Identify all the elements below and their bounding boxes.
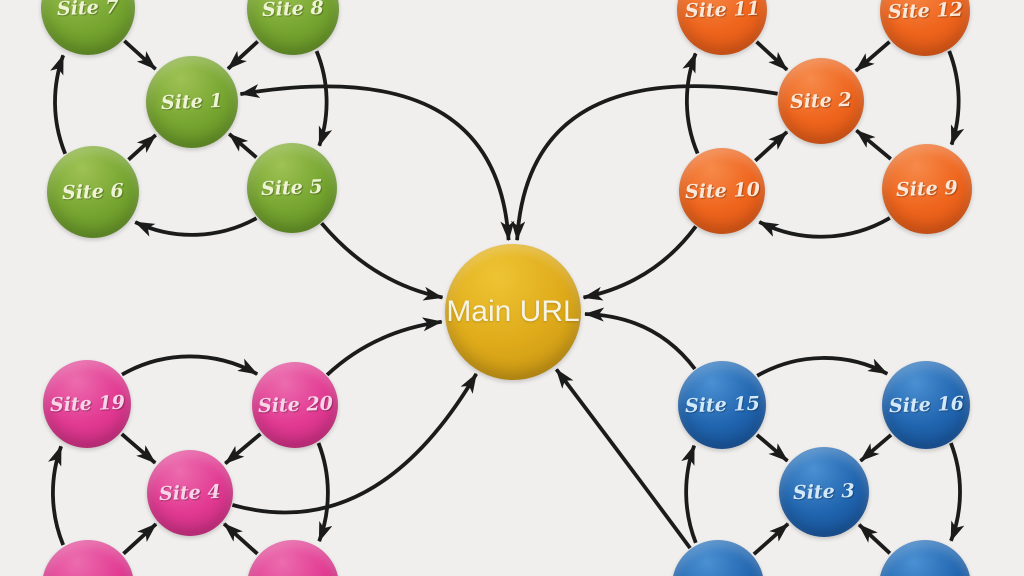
arc-site20-to-main [325, 317, 443, 377]
site3-label: Site 3 [792, 479, 856, 505]
arrow-site12-to-site2 [854, 40, 891, 73]
arrow-site19-to-site4 [120, 432, 157, 465]
arrow-site17-to-site4 [222, 522, 259, 556]
node-site5: Site 5 [247, 143, 337, 233]
node-site16: Site 16 [882, 361, 970, 449]
node-site15: Site 15 [678, 361, 766, 449]
arc-site10-to-main [582, 225, 698, 301]
arc-site5-to-site6 [134, 216, 258, 237]
site5-label: Site 5 [260, 175, 324, 201]
arc-site9-to-site10 [758, 216, 891, 239]
site12-label: Site 12 [887, 0, 963, 24]
site16-label: Site 16 [888, 392, 964, 418]
site8-label: Site 8 [261, 0, 325, 22]
arrow-site13-to-site3 [857, 523, 892, 555]
arc-site4-to-main [231, 372, 478, 515]
node-site19: Site 19 [43, 360, 131, 448]
arrow-site20-to-site4 [224, 432, 262, 465]
arc-site6-to-site7 [50, 54, 67, 155]
arrow-site8-to-site1 [226, 40, 259, 71]
arrow-site14-to-site3 [752, 522, 790, 556]
site4-label: Site 4 [158, 480, 222, 506]
arc-site1-to-main [239, 84, 515, 242]
arrow-site10-to-site2 [754, 130, 789, 163]
arrow-site7-to-site1 [123, 39, 157, 71]
site1-label: Site 1 [160, 89, 224, 115]
site20-label: Site 20 [257, 392, 333, 418]
arrow-site5-to-site1 [227, 132, 258, 159]
site11-label: Site 11 [684, 0, 760, 23]
arc-site19-to-site20 [121, 354, 259, 377]
arrow-site15-to-site3 [755, 433, 789, 463]
node-site9: Site 9 [882, 144, 972, 234]
arrow-site6-to-site1 [127, 133, 157, 162]
arrow-site16-to-site3 [859, 433, 893, 463]
site10-label: Site 10 [684, 178, 760, 204]
site6-label: Site 6 [61, 179, 125, 205]
arc-site16-to-site13 [949, 442, 965, 542]
site15-label: Site 15 [684, 392, 760, 418]
arc-site8-to-site5 [314, 50, 333, 147]
site2-label: Site 2 [789, 88, 853, 114]
arrow-site9-to-site2 [855, 128, 893, 161]
arc-site15-to-site16 [756, 356, 889, 378]
arc-site2-to-main [511, 84, 778, 242]
node-site2: Site 2 [778, 58, 864, 144]
site9-label: Site 9 [895, 176, 959, 202]
node-main-url: Main URL [445, 244, 581, 380]
node-site3: Site 3 [779, 447, 869, 537]
arrow-site18-to-site4 [122, 522, 158, 556]
node-site1: Site 1 [146, 56, 238, 148]
arc-site20-to-site17 [316, 442, 333, 543]
arc-site14-to-site15 [681, 444, 698, 544]
arc-site12-to-site9 [947, 50, 965, 146]
arrow-site11-to-site2 [755, 40, 789, 72]
arc-site15-to-main [584, 307, 697, 371]
site7-label: Site 7 [56, 0, 120, 21]
node-site10: Site 10 [679, 148, 765, 234]
arc-site14-to-main [554, 368, 692, 550]
arc-site18-to-site19 [48, 445, 65, 546]
arc-site10-to-site11 [682, 52, 700, 155]
site19-label: Site 19 [49, 391, 125, 417]
node-site4: Site 4 [147, 450, 233, 536]
node-site6: Site 6 [47, 146, 139, 238]
arc-site5-to-main [320, 221, 444, 301]
node-site20: Site 20 [252, 362, 338, 448]
main-url-label: Main URL [446, 295, 580, 328]
